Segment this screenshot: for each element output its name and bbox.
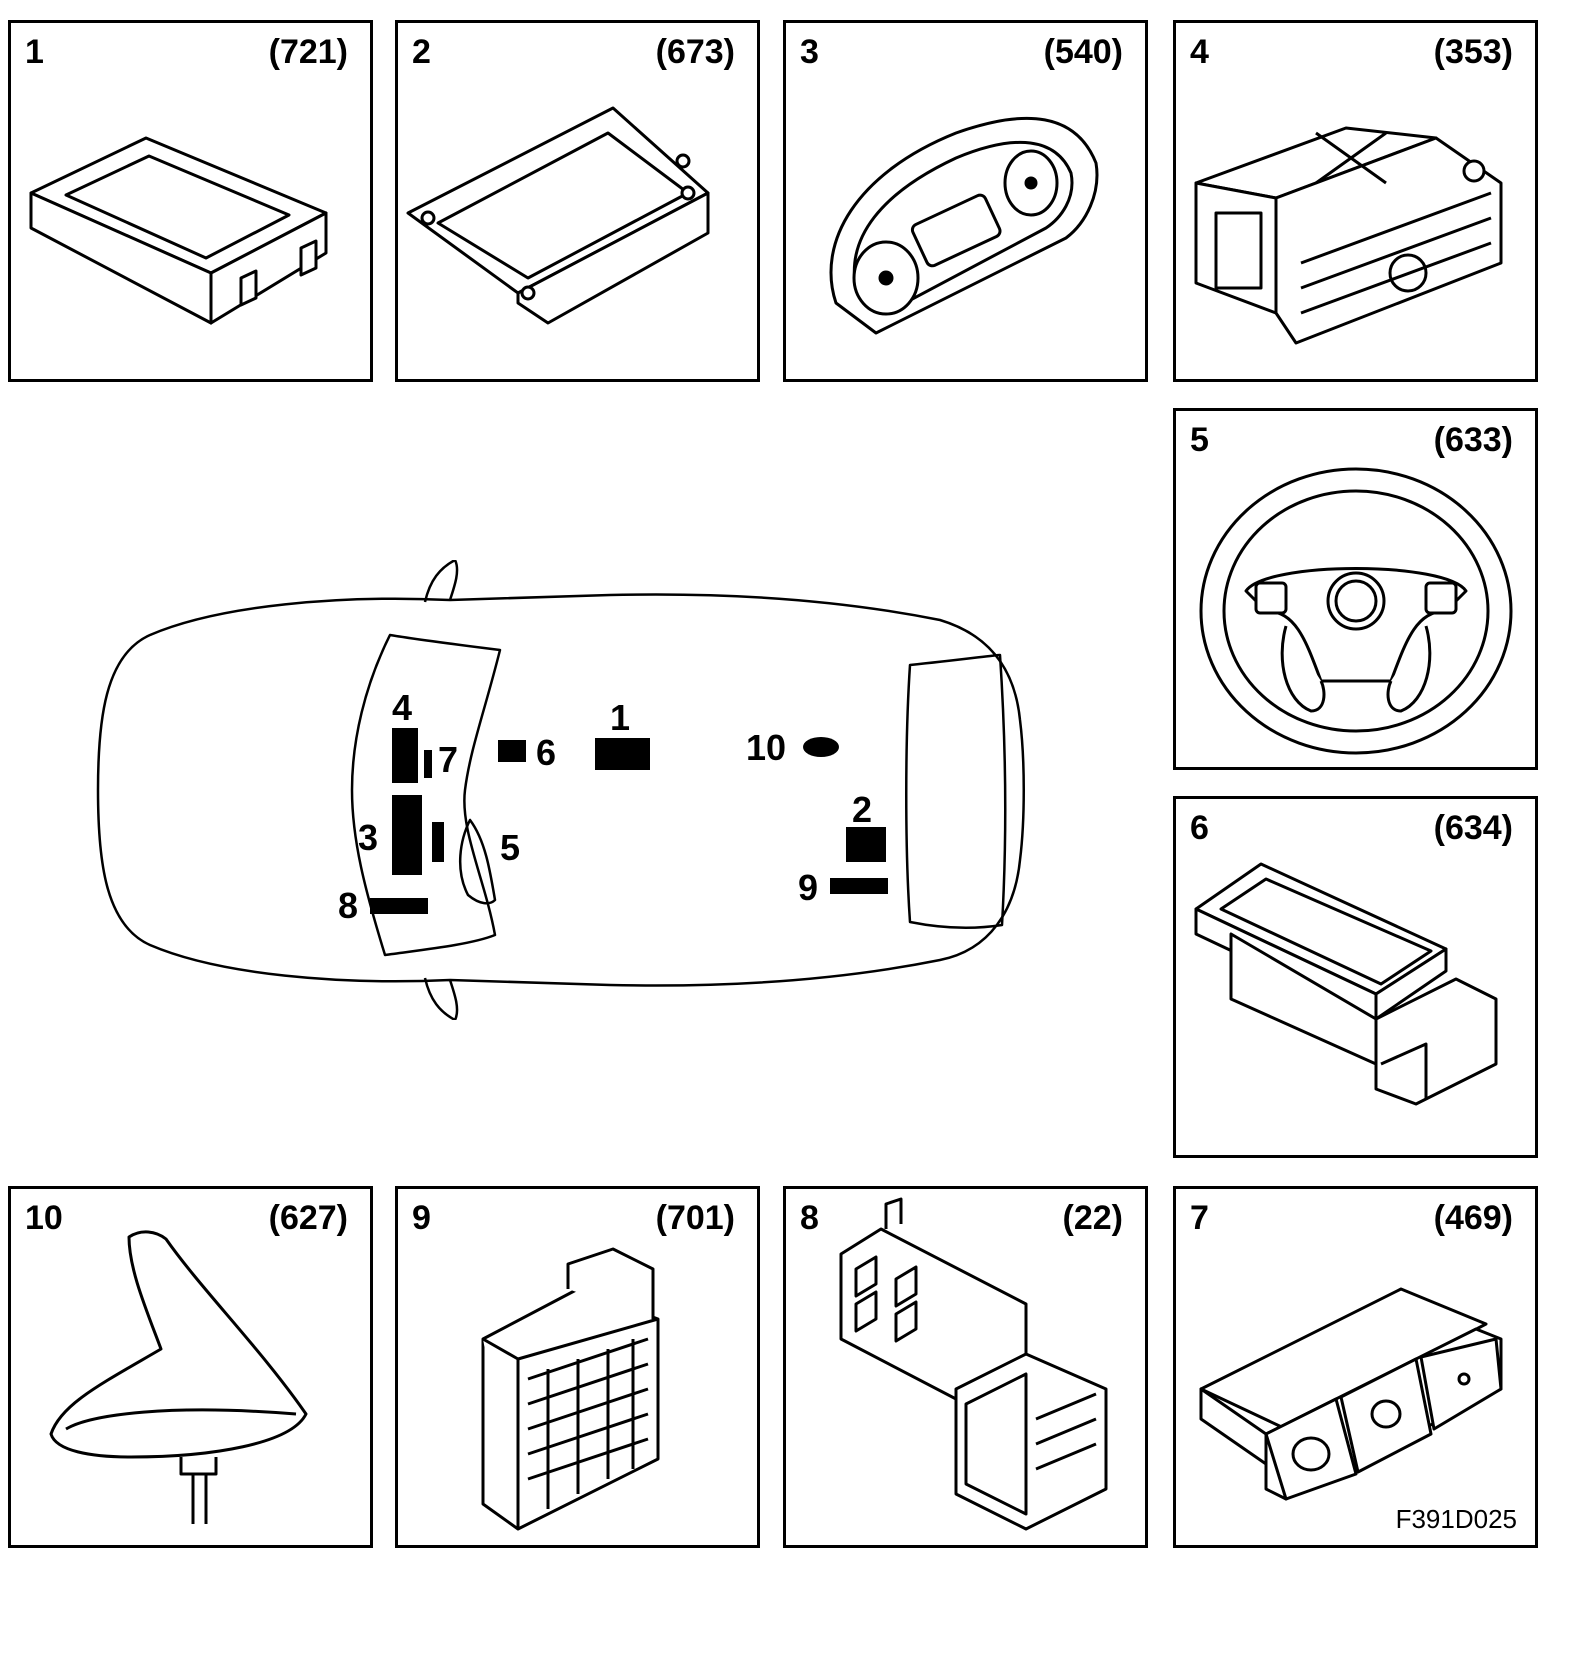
component-panel-10: 10 (627) [8, 1186, 373, 1548]
panel-code: (673) [655, 33, 735, 71]
component-panel-2: 2 (673) [395, 20, 760, 382]
component-panel-1: 1 (721) [8, 20, 373, 382]
panel-code: (540) [1043, 33, 1123, 71]
panel-number: 3 [800, 33, 819, 71]
switch-module-icon [1194, 862, 1498, 1106]
shark-fin-antenna-icon [49, 1230, 308, 1524]
panel-code: (721) [268, 33, 348, 71]
figure-reference: F391D025 [1395, 1504, 1517, 1534]
location-marker-6 [498, 740, 526, 762]
location-marker-7 [424, 750, 432, 778]
panel-number: 2 [412, 33, 431, 71]
component-panel-9: 9 (701) [395, 1186, 760, 1548]
car-label-7: 7 [438, 739, 458, 780]
component-panel-5: 5 (633) [1173, 408, 1538, 770]
component-panel-4: 4 (353) [1173, 20, 1538, 382]
car-label-4: 4 [392, 687, 412, 728]
bracket-module-icon [406, 106, 710, 325]
car-label-2: 2 [852, 789, 872, 830]
mirror-top [423, 560, 459, 603]
steering-wheel-icon [1199, 467, 1513, 755]
car-body-outline [96, 593, 1025, 987]
steering-arc [458, 818, 497, 905]
panel-code: (627) [268, 1199, 348, 1237]
car-label-3: 3 [358, 817, 378, 858]
car-label-6: 6 [536, 732, 556, 773]
fuse-box-icon [839, 1197, 1108, 1531]
car-label-1: 1 [610, 697, 630, 738]
windshield [350, 633, 502, 957]
car-label-8: 8 [338, 885, 358, 926]
location-marker-4 [392, 728, 418, 783]
panel-number: 10 [25, 1199, 63, 1237]
panel-number: 5 [1190, 421, 1209, 459]
location-marker-8 [370, 898, 428, 914]
location-marker-5 [432, 822, 444, 862]
panel-number: 9 [412, 1199, 431, 1237]
component-panel-8: 8 (22) [783, 1186, 1148, 1548]
panel-number: 7 [1190, 1199, 1209, 1237]
panel-number: 1 [25, 33, 44, 71]
radio-unit-icon [1194, 126, 1503, 345]
location-marker-10 [803, 737, 839, 757]
panel-code: (22) [1062, 1199, 1123, 1237]
electrical-center-icon [481, 1247, 660, 1531]
panel-code: (634) [1433, 809, 1513, 847]
car-top-view: 1 2 3 4 5 6 7 8 9 10 [96, 560, 1025, 1020]
mirror-bottom [423, 977, 459, 1020]
panel-code: (353) [1433, 33, 1513, 71]
module-box-icon [29, 136, 328, 325]
panel-number: 4 [1190, 33, 1209, 71]
location-marker-3 [392, 795, 422, 875]
location-marker-1 [595, 738, 650, 770]
panel-number: 6 [1190, 809, 1209, 847]
panel-code: (701) [655, 1199, 735, 1237]
component-panel-6: 6 (634) [1173, 796, 1538, 1158]
car-label-9: 9 [798, 867, 818, 908]
component-panel-7: 7 (469) F391D025 [1173, 1186, 1538, 1548]
car-label-10: 10 [746, 727, 786, 768]
rear-window [905, 653, 1007, 930]
panel-code: (633) [1433, 421, 1513, 459]
instrument-cluster-icon [829, 116, 1099, 335]
component-panel-3: 3 (540) [783, 20, 1148, 382]
car-label-5: 5 [500, 827, 520, 868]
location-marker-2 [846, 827, 886, 862]
location-marker-9 [830, 878, 888, 894]
panel-number: 8 [800, 1199, 819, 1237]
switch-panel-icon [1199, 1287, 1503, 1501]
panel-code: (469) [1433, 1199, 1513, 1237]
